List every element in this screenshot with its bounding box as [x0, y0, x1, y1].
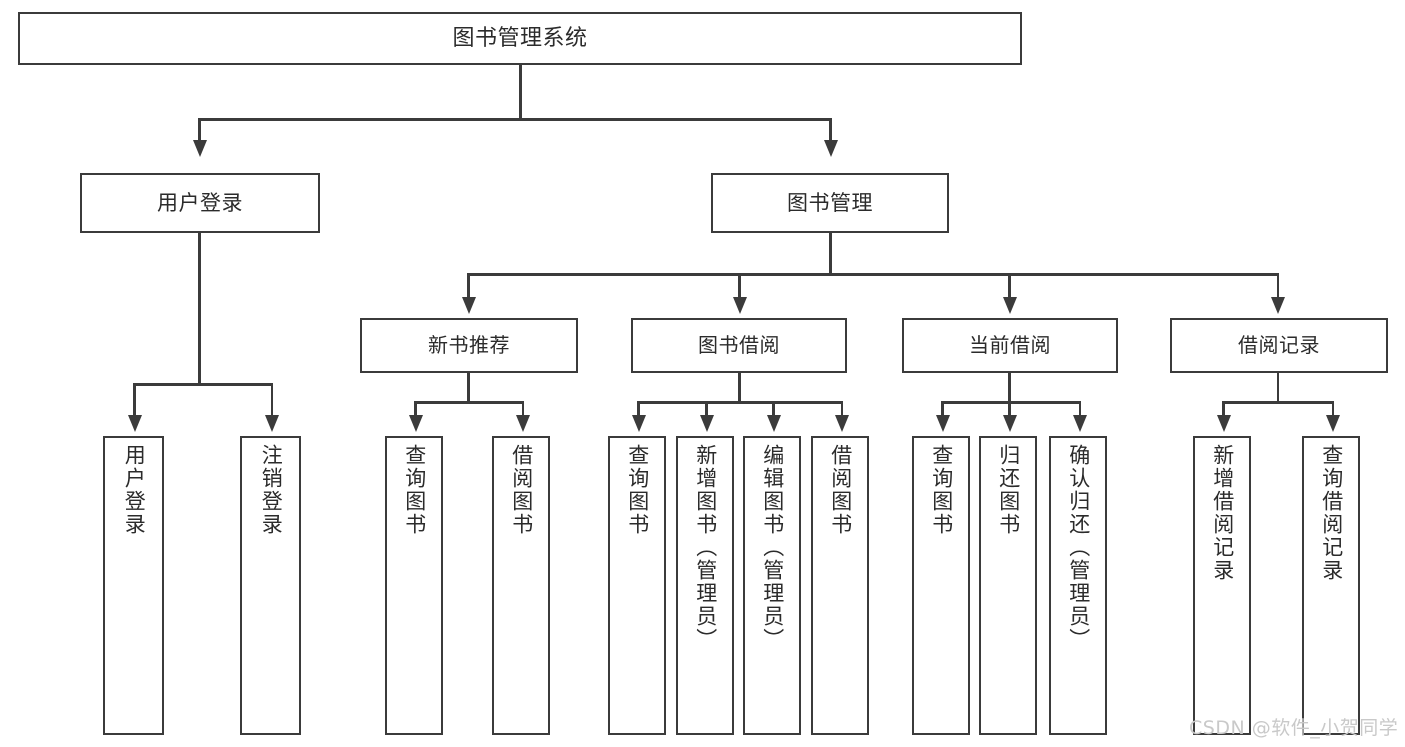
edge-root-stem	[519, 65, 522, 119]
edge-new-book-to-leaf-1	[414, 401, 417, 421]
edge-borrow-record-to-leaf-1	[1222, 401, 1225, 421]
leaf-label: 借阅图书	[828, 444, 853, 536]
edge-current-borrow-stem	[1008, 373, 1011, 403]
leaf-label: 查询图书	[929, 444, 954, 536]
leaf-book-borrow-borrow-book[interactable]: 借阅图书	[811, 436, 869, 735]
leaf-label: 查询图书	[625, 444, 650, 536]
leaf-label: 新增借阅记录	[1210, 444, 1235, 582]
leaf-new-book-borrow-book[interactable]: 借阅图书	[492, 436, 550, 735]
arrow-borrow-record-to-leaf-1	[1216, 415, 1231, 432]
node-label: 图书管理系统	[452, 25, 588, 51]
leaf-current-borrow-query-book[interactable]: 查询图书	[912, 436, 970, 735]
leaf-label: 借阅图书	[509, 444, 534, 536]
edge-borrow-record-stem	[1276, 373, 1279, 403]
edge-user-login-bus	[133, 383, 273, 386]
arrow-bm-to-borrow-record	[1271, 297, 1285, 314]
arrow-book-borrow-to-leaf-3	[766, 415, 781, 432]
edge-book-borrow-to-leaf-3	[772, 401, 775, 421]
node-root-book-management-system[interactable]: 图书管理系统	[18, 12, 1022, 65]
leaf-label: 查询借阅记录	[1319, 444, 1344, 582]
arrow-current-borrow-to-leaf-3	[1073, 415, 1087, 432]
leaf-book-borrow-edit-book-admin[interactable]: 编辑图书（管理员）	[743, 436, 801, 735]
edge-borrow-record-bus	[1222, 401, 1334, 404]
leaf-current-borrow-confirm-return-admin[interactable]: 确认归还（管理员）	[1049, 436, 1107, 735]
arrow-user-login-to-leaf-1	[127, 415, 142, 432]
edge-new-book-bus	[414, 401, 524, 404]
leaf-book-borrow-query-book[interactable]: 查询图书	[608, 436, 666, 735]
node-user-login[interactable]: 用户登录	[80, 173, 320, 233]
node-book-borrow[interactable]: 图书借阅	[631, 318, 847, 373]
node-label: 图书借阅	[698, 332, 780, 357]
edge-user-login-to-leaf-1	[133, 383, 136, 421]
leaf-user-login-login[interactable]: 用户登录	[103, 436, 164, 735]
leaf-book-borrow-add-book-admin[interactable]: 新增图书（管理员）	[676, 436, 734, 735]
edge-book-management-bus	[467, 273, 1279, 276]
leaf-label: 用户登录	[122, 444, 147, 536]
node-borrow-record[interactable]: 借阅记录	[1170, 318, 1388, 373]
arrow-user-login-to-leaf-2	[265, 415, 279, 432]
node-label: 图书管理	[787, 190, 873, 215]
arrow-current-borrow-to-leaf-2	[1002, 415, 1017, 432]
edge-book-borrow-to-leaf-4	[840, 401, 843, 421]
edge-root-to-book-management	[829, 118, 832, 147]
edge-root-to-user-login	[198, 118, 201, 147]
leaf-label: 确认归还（管理员）	[1066, 444, 1091, 651]
arrow-bm-to-new-book	[461, 297, 476, 314]
node-label: 借阅记录	[1238, 332, 1320, 357]
leaf-borrow-record-query-record[interactable]: 查询借阅记录	[1302, 436, 1360, 735]
edge-user-login-stem	[198, 233, 201, 385]
edge-root-bus	[198, 118, 832, 121]
leaf-label: 新增图书（管理员）	[693, 444, 718, 651]
leaf-borrow-record-add-record[interactable]: 新增借阅记录	[1193, 436, 1251, 735]
edge-borrow-record-to-leaf-2	[1331, 401, 1334, 421]
leaf-label: 查询图书	[402, 444, 427, 536]
leaf-user-login-logout[interactable]: 注销登录	[240, 436, 301, 735]
arrow-borrow-record-to-leaf-2	[1326, 415, 1340, 432]
edge-current-borrow-to-leaf-3	[1078, 401, 1081, 421]
edge-book-management-stem	[829, 233, 832, 275]
arrow-root-to-user-login	[192, 140, 207, 157]
edge-user-login-to-leaf-2	[270, 383, 273, 421]
edge-bm-to-current-borrow	[1008, 273, 1011, 304]
node-current-borrow[interactable]: 当前借阅	[902, 318, 1118, 373]
edge-book-borrow-to-leaf-2	[705, 401, 708, 421]
edge-new-book-stem	[467, 373, 470, 403]
arrow-new-book-to-leaf-1	[408, 415, 423, 432]
edge-book-borrow-bus	[637, 401, 843, 404]
edge-current-borrow-to-leaf-2	[1008, 401, 1011, 421]
arrow-current-borrow-to-leaf-1	[935, 415, 950, 432]
leaf-label: 归还图书	[996, 444, 1021, 536]
edge-bm-to-book-borrow	[738, 273, 741, 304]
arrow-bm-to-book-borrow	[732, 297, 747, 314]
leaf-label: 注销登录	[259, 444, 284, 536]
edge-book-borrow-to-leaf-1	[637, 401, 640, 421]
edge-current-borrow-to-leaf-1	[941, 401, 944, 421]
node-book-management[interactable]: 图书管理	[711, 173, 949, 233]
arrow-new-book-to-leaf-2	[516, 415, 530, 432]
arrow-book-borrow-to-leaf-1	[631, 415, 646, 432]
node-label: 新书推荐	[428, 332, 510, 357]
leaf-current-borrow-return-book[interactable]: 归还图书	[979, 436, 1037, 735]
arrow-book-borrow-to-leaf-2	[699, 415, 714, 432]
edge-current-borrow-bus	[941, 401, 1081, 404]
node-label: 用户登录	[157, 190, 243, 215]
node-label: 当前借阅	[969, 332, 1051, 357]
edge-bm-to-borrow-record	[1276, 273, 1279, 304]
arrow-bm-to-current-borrow	[1002, 297, 1017, 314]
leaf-label: 编辑图书（管理员）	[760, 444, 785, 651]
node-new-book-recommend[interactable]: 新书推荐	[360, 318, 578, 373]
leaf-new-book-query-book[interactable]: 查询图书	[385, 436, 443, 735]
arrow-root-to-book-management	[823, 140, 838, 157]
edge-bm-to-new-book	[467, 273, 470, 304]
edge-new-book-to-leaf-2	[521, 401, 524, 421]
edge-book-borrow-stem	[738, 373, 741, 403]
arrow-book-borrow-to-leaf-4	[835, 415, 849, 432]
